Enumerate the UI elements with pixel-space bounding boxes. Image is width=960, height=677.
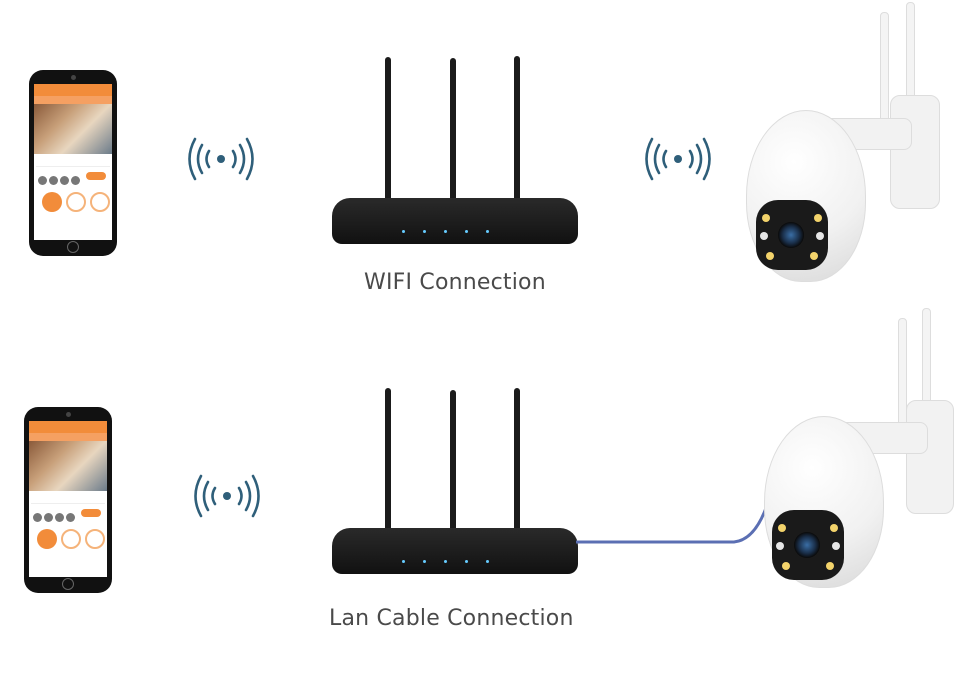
camera-led [778,524,786,532]
camera-live-view [34,104,112,154]
router-antenna [514,56,520,208]
app-toolbar [31,495,105,504]
camera-live-view [29,441,107,491]
record-button [37,529,57,549]
camera-wall-mount [890,95,940,209]
camera-led [814,214,822,222]
camera-lens [778,222,804,248]
camera-lens-panel [772,510,844,580]
app-status-bar [29,421,107,433]
app-title-bar [34,96,112,104]
microphone-button [61,529,81,549]
lan-cable [576,507,768,544]
wireless-signal-icon [188,137,254,181]
camera-ir-led [760,232,768,240]
router-antenna [385,388,391,538]
phone-home-button [62,578,74,590]
router-antenna [514,388,520,538]
app-status-bar [34,84,112,96]
app-toolbar [36,158,110,167]
camera-led [826,562,834,570]
app-title-bar [29,433,107,441]
app-pill-button [86,172,106,180]
camera-lens-panel [756,200,828,270]
camera-led [762,214,770,222]
camera-led [766,252,774,260]
camera-led [810,252,818,260]
wireless-signal-icon [645,137,711,181]
camera-ir-led [832,542,840,550]
camera-ir-led [776,542,784,550]
snapshot-button [85,529,105,549]
snapshot-button [90,192,110,212]
camera-led [830,524,838,532]
smartphone-icon [24,407,112,593]
phone-speaker [71,75,76,80]
app-preset-buttons [33,509,83,522]
smartphone-icon [29,70,117,256]
microphone-button [66,192,86,212]
phone-home-button [67,241,79,253]
router-antenna [450,58,456,208]
app-pill-button [81,509,101,517]
router-body [332,198,578,244]
camera-lens [794,532,820,558]
phone-screen [34,84,112,240]
camera-ir-led [816,232,824,240]
router-antenna [450,390,456,538]
router-antenna [385,57,391,209]
app-preset-buttons [38,172,88,185]
phone-screen [29,421,107,577]
phone-speaker [66,412,71,417]
camera-led [782,562,790,570]
wireless-signal-icon [194,474,260,518]
camera-wall-mount [906,400,954,514]
record-button [42,192,62,212]
camera-antenna [880,12,889,122]
router-body [332,528,578,574]
lan-connection-caption: Lan Cable Connection [329,606,574,631]
wifi-connection-caption: WIFI Connection [364,270,546,295]
